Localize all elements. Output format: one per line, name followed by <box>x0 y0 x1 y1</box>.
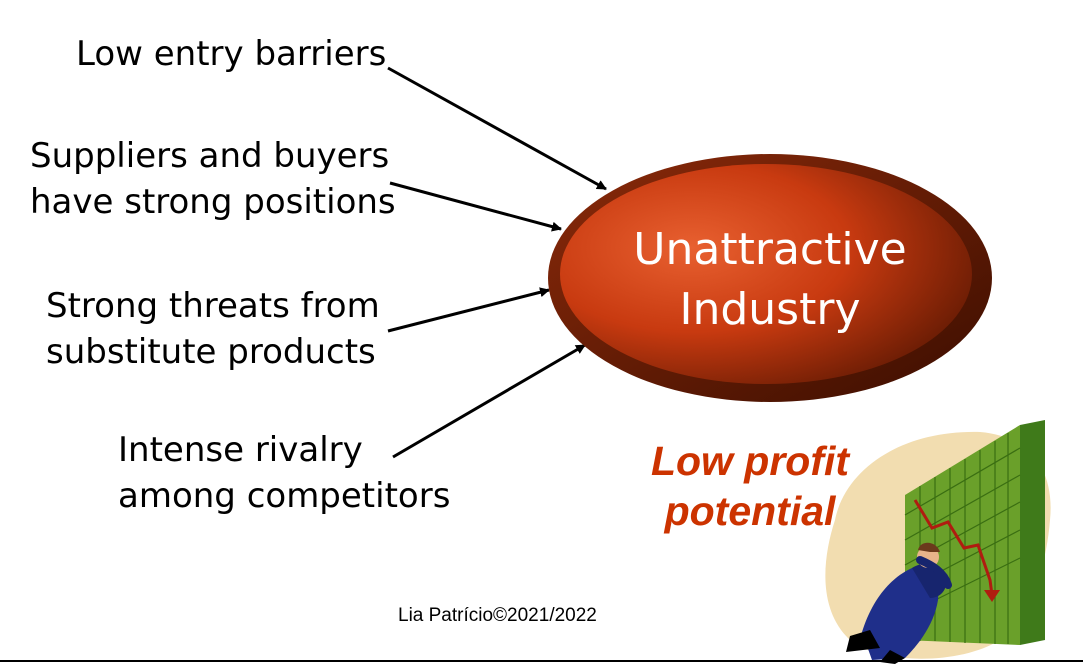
center-line: Industry <box>679 284 861 335</box>
arrow-rivalry <box>392 343 586 459</box>
force-line: Suppliers and buyers <box>30 136 390 176</box>
distressed-businessman-icon <box>846 542 952 664</box>
center-label: Unattractive Industry <box>560 220 980 340</box>
arrow-substitutes <box>387 287 550 333</box>
profit-line: Low profit <box>650 438 850 484</box>
force-line: Low entry barriers <box>76 34 387 74</box>
bottom-divider <box>0 660 1083 662</box>
center-line: Unattractive <box>633 224 907 275</box>
arrow-suppliers-buyers <box>389 181 562 232</box>
force-entry-barriers: Low entry barriers <box>76 31 386 77</box>
force-substitutes: Strong threats from substitute products <box>46 283 380 375</box>
force-suppliers-buyers: Suppliers and buyers have strong positio… <box>30 133 396 225</box>
profit-line: potential <box>664 488 836 534</box>
force-line: Intense rivalry <box>118 430 363 470</box>
force-rivalry: Intense rivalry among competitors <box>118 427 450 519</box>
low-profit-label: Low profit potential <box>615 436 885 536</box>
footer-credit: Lia Patrício©2021/2022 <box>398 605 597 626</box>
falling-chart-clipart <box>825 420 1051 664</box>
force-line: among competitors <box>118 476 451 516</box>
force-line: substitute products <box>46 332 376 372</box>
unattractive-industry-ellipse-face <box>560 164 972 384</box>
force-line: have strong positions <box>30 182 396 222</box>
force-line: Strong threats from <box>46 286 380 326</box>
arrow-entry-barriers <box>387 66 607 191</box>
